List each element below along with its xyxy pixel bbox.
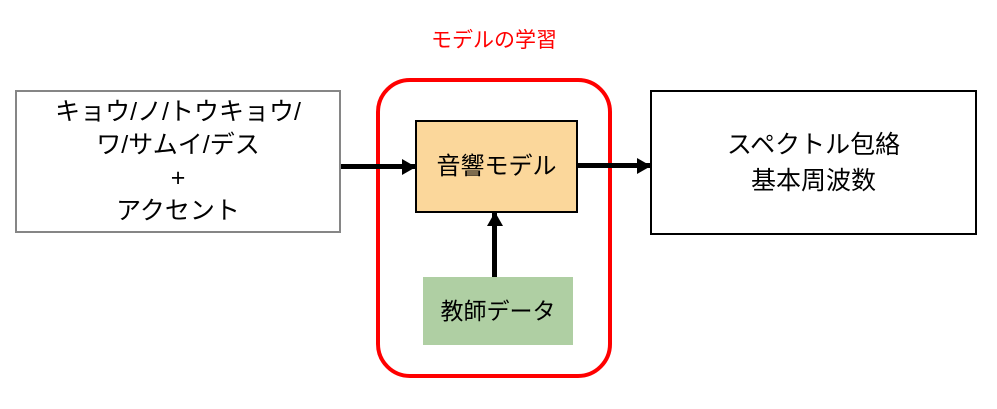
acoustic-model-label: 音響モデル	[436, 152, 557, 180]
input-text-line-3: +	[170, 163, 186, 192]
output-features-line-1: スペクトル包絡	[726, 130, 901, 159]
input-text-line-2: ワ/サムイ/デス	[96, 130, 260, 159]
acoustic-model-lines: 音響モデル	[417, 152, 576, 182]
arrow-model-to-output	[578, 163, 650, 168]
acoustic-model-box: 音響モデル	[415, 120, 578, 213]
input-text-box: キョウ/ノ/トウキョウ/ ワ/サムイ/デス + アクセント	[15, 90, 341, 233]
input-text-line-4: アクセント	[116, 196, 240, 225]
training-data-label: 教師データ	[440, 298, 556, 324]
output-features-lines: スペクトル包絡 基本周波数	[652, 127, 975, 199]
output-features-box: スペクトル包絡 基本周波数	[650, 90, 977, 235]
input-text-line-1: キョウ/ノ/トウキョウ/	[55, 97, 301, 126]
training-data-lines: 教師データ	[423, 296, 573, 326]
arrow-teacher-to-model	[492, 213, 497, 279]
group-title-label: モデルの学習	[431, 29, 557, 52]
arrow-input-to-model	[341, 164, 415, 169]
input-text-lines: キョウ/ノ/トウキョウ/ ワ/サムイ/デス + アクセント	[17, 96, 339, 228]
output-features-line-2: 基本周波数	[750, 166, 876, 195]
training-group-frame	[376, 78, 612, 378]
training-data-box: 教師データ	[423, 277, 573, 345]
